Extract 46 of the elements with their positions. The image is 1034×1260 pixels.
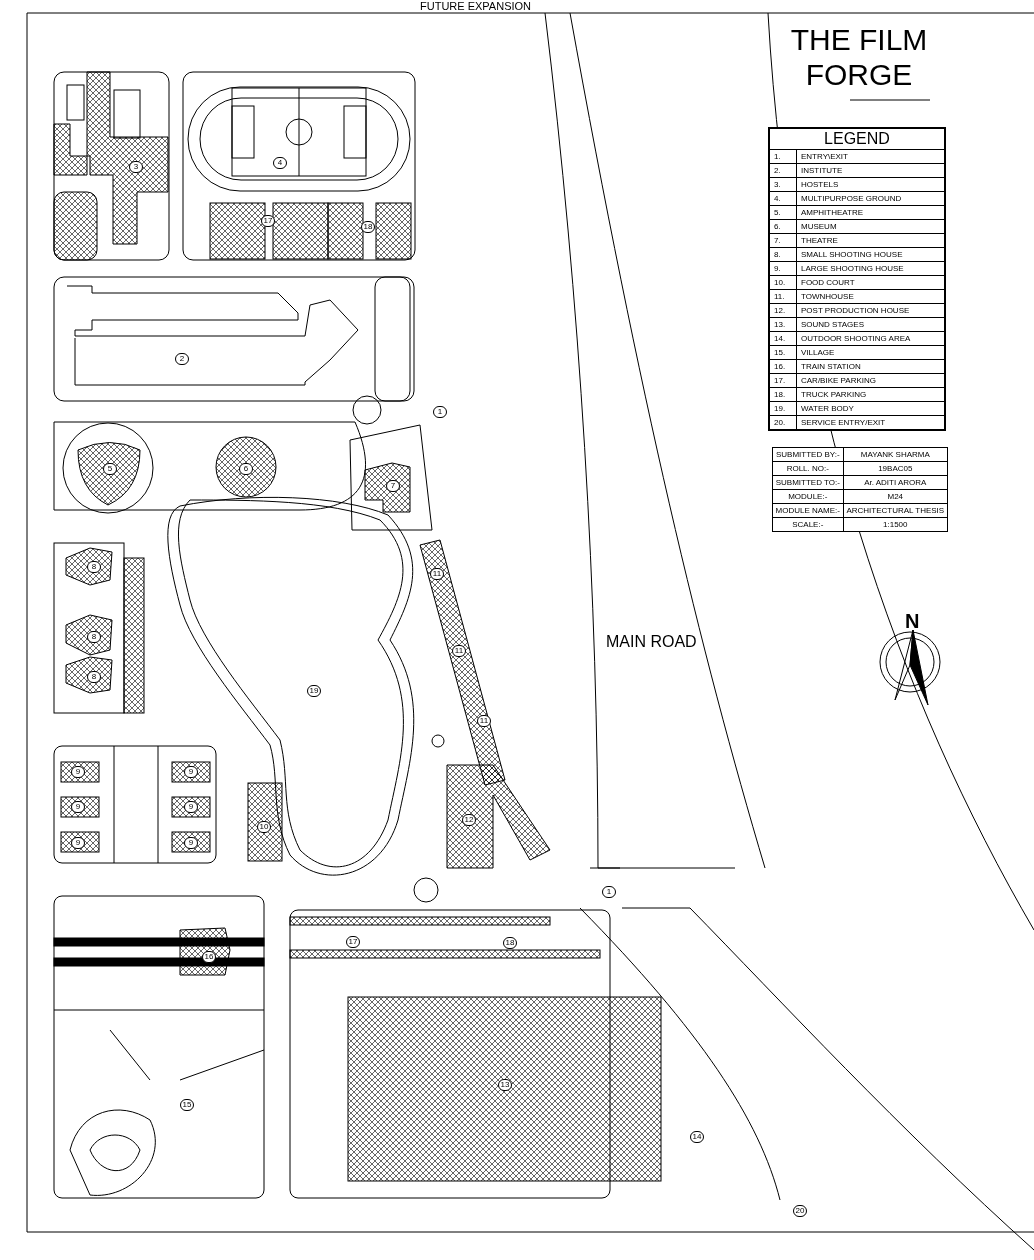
table-cell: MAYANK SHARMA xyxy=(843,447,948,462)
table-cell: 13. xyxy=(769,317,797,332)
table-cell: 2. xyxy=(769,163,797,178)
callout-number: 15 xyxy=(180,1099,194,1111)
north-label: N xyxy=(905,610,920,633)
plan-title: THE FILM FORGE xyxy=(789,22,929,92)
callout-number: 2 xyxy=(175,353,189,365)
table-cell: 1. xyxy=(769,149,797,164)
table-cell: SCALE:- xyxy=(772,517,844,532)
table-cell: 9. xyxy=(769,261,797,276)
table-cell: 11. xyxy=(769,289,797,304)
callout-number: 20 xyxy=(793,1205,807,1217)
callout-number: 18 xyxy=(361,221,375,233)
table-cell: 19. xyxy=(769,401,797,416)
table-cell: 12. xyxy=(769,303,797,318)
table-cell: Ar. ADITI ARORA xyxy=(843,475,948,490)
table-cell: MODULE NAME:- xyxy=(772,503,844,518)
callout-number: 1 xyxy=(433,406,447,418)
table-cell: ARCHITECTURAL THESIS xyxy=(843,503,948,518)
table-cell: 7. xyxy=(769,233,797,248)
table-cell: 3. xyxy=(769,177,797,192)
table-cell: 16. xyxy=(769,359,797,374)
table-cell: 19BAC05 xyxy=(843,461,948,476)
table-cell: 6. xyxy=(769,219,797,234)
table-cell: 8. xyxy=(769,247,797,262)
callout-number: 18 xyxy=(503,937,517,949)
table-cell: SUBMITTED TO:- xyxy=(772,475,844,490)
table-cell: 1:1500 xyxy=(843,517,948,532)
plan-note: FUTURE EXPANSION xyxy=(420,0,532,12)
table-cell: M24 xyxy=(843,489,948,504)
callout-number: 4 xyxy=(273,157,287,169)
table-cell: 17. xyxy=(769,373,797,388)
callout-number: 19 xyxy=(307,685,321,697)
table-cell: 5. xyxy=(769,205,797,220)
road-label: MAIN ROAD xyxy=(606,633,697,651)
callout-number: 14 xyxy=(690,1131,704,1143)
table-cell: ROLL. NO:- xyxy=(772,461,844,476)
table-cell: 15. xyxy=(769,345,797,360)
table-cell: MODULE:- xyxy=(772,489,844,504)
callout-number: 1 xyxy=(602,886,616,898)
table-cell: SUBMITTED BY:- xyxy=(772,447,844,462)
table-cell: 14. xyxy=(769,331,797,346)
callout-number: 17 xyxy=(346,936,360,948)
table-cell: 4. xyxy=(769,191,797,206)
table-cell: 10. xyxy=(769,275,797,290)
table-cell: 18. xyxy=(769,387,797,402)
